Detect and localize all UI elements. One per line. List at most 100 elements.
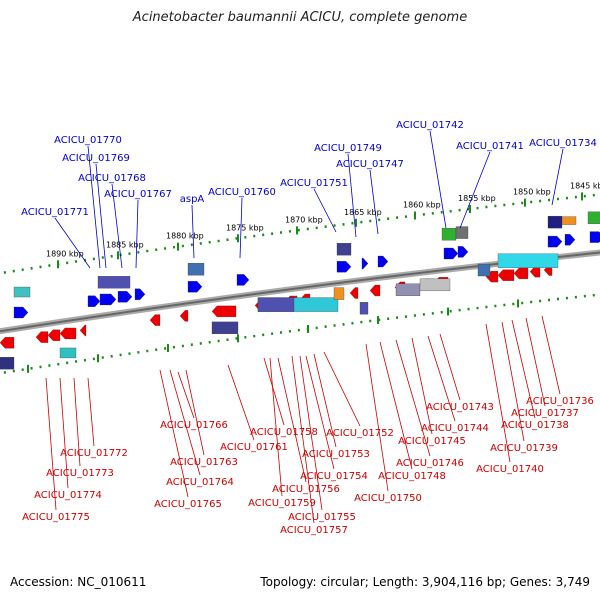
reverse-gene	[79, 324, 87, 337]
reverse-gene-label: ACICU_01744	[421, 423, 489, 434]
reverse-gene	[369, 284, 381, 297]
forward-gene	[377, 255, 389, 268]
reverse-gene-label: ACICU_01775	[22, 512, 90, 523]
leader-line	[291, 355, 315, 524]
feature-box-cyan	[13, 286, 31, 298]
genome-title: Acinetobacter baumannii ACICU, complete …	[132, 10, 468, 25]
reverse-gene	[211, 305, 237, 318]
leader-line	[59, 377, 69, 489]
reverse-gene-label: ACICU_01755	[288, 512, 356, 523]
leader-line	[305, 355, 335, 470]
feature-box-cyan	[59, 347, 77, 359]
reverse-gene-label: ACICU_01748	[378, 471, 446, 482]
scale-tick-label: 1855 kbp	[458, 194, 496, 203]
feature-box-orange	[561, 216, 577, 225]
scale-tick-label: 1885 kbp	[106, 240, 144, 249]
leader-line	[227, 364, 255, 441]
leader-line	[439, 333, 461, 401]
reverse-gene-label: ACICU_01761	[220, 442, 288, 453]
forward-gene	[13, 306, 29, 319]
feature-box-grey	[455, 226, 469, 239]
forward-gene	[336, 261, 352, 273]
feature-box-grey	[419, 278, 451, 292]
leader-line	[511, 319, 536, 419]
forward-gene	[443, 247, 459, 260]
leader-line	[369, 169, 379, 235]
reverse-gene	[497, 269, 515, 281]
reverse-gene-label: ACICU_01743	[426, 402, 494, 413]
feature-box-blue	[477, 263, 491, 277]
forward-gene	[117, 291, 133, 303]
leader-line	[313, 188, 337, 233]
leader-line	[313, 353, 337, 448]
scale-tick-label: 1865 kbp	[344, 208, 382, 217]
forward-gene-label: ACICU_01768	[78, 173, 146, 184]
reverse-gene-label: ACICU_01756	[272, 484, 340, 495]
forward-gene-label: ACICU_01767	[104, 189, 172, 200]
forward-gene-label: ACICU_01742	[396, 120, 464, 131]
reverse-gene	[35, 331, 49, 343]
reverse-gene-label: ACICU_01759	[248, 498, 316, 509]
topology-summary: Topology: circular; Length: 3,904,116 bp…	[260, 575, 590, 589]
feature-box-green	[587, 211, 600, 224]
leader-line	[54, 217, 91, 269]
scale-tick-label: 1850 kbp	[513, 188, 551, 197]
reverse-gene	[47, 329, 61, 341]
leader-line	[501, 321, 525, 442]
leader-line	[87, 145, 101, 269]
forward-gene	[187, 281, 203, 293]
leader-line	[263, 357, 285, 426]
reverse-gene-label: ACICU_01750	[354, 493, 422, 504]
leader-line	[323, 351, 361, 427]
reverse-gene-label: ACICU_01752	[326, 428, 394, 439]
forward-gene-label: ACICU_01771	[21, 207, 89, 218]
reverse-gene	[349, 287, 359, 299]
leader-line	[169, 369, 201, 476]
feature-box-orange	[333, 287, 345, 300]
feature-box-blue	[187, 263, 205, 276]
leader-line	[95, 163, 107, 269]
forward-gene-label: ACICU_01734	[529, 138, 597, 149]
reverse-gene-label: ACICU_01773	[46, 468, 114, 479]
forward-gene-label: ACICU_01770	[54, 135, 122, 146]
leader-line	[299, 355, 323, 511]
reverse-gene-label: ACICU_01772	[60, 448, 128, 459]
forward-gene-label: ACICU_01760	[208, 187, 276, 198]
reverse-gene-label: ACICU_01774	[34, 490, 102, 501]
reverse-gene-label: ACICU_01758	[250, 427, 318, 438]
feature-box-indigo	[359, 302, 369, 315]
feature-box-indigo	[211, 321, 239, 335]
leader-line	[365, 343, 389, 492]
reverse-gene-label: ACICU_01763	[170, 457, 238, 468]
leader-line	[541, 315, 561, 395]
feature-box-indigo	[97, 276, 131, 289]
leader-line	[411, 337, 433, 435]
leader-line	[347, 153, 357, 238]
leader-line	[525, 317, 546, 407]
scale-tick-label: 1845 kbp	[570, 181, 600, 190]
forward-gene	[457, 246, 469, 258]
forward-gene	[589, 231, 600, 243]
leader-line	[459, 151, 491, 229]
feature-box-lavender	[395, 283, 421, 296]
reverse-gene	[149, 314, 161, 326]
gene-layer	[0, 211, 600, 370]
scale-tick-label: 1870 kbp	[285, 215, 323, 224]
leader-line	[551, 148, 564, 206]
leader-line	[379, 341, 413, 470]
feature-box-cyan	[497, 253, 559, 268]
reverse-gene	[513, 267, 529, 280]
forward-gene	[134, 288, 146, 300]
label-layer: ACICU_01771ACICU_01770ACICU_01769ACICU_0…	[21, 120, 597, 536]
leader-line	[73, 377, 81, 467]
leader-line	[427, 335, 456, 422]
leader-line	[429, 130, 447, 229]
feature-box-navy	[547, 215, 563, 229]
forward-gene	[99, 293, 117, 306]
scale-tick-label: 1880 kbp	[166, 232, 204, 241]
scale-tick-label: 1875 kbp	[226, 223, 264, 232]
reverse-gene-label: ACICU_01738	[501, 420, 569, 431]
forward-gene-label: ACICU_01769	[62, 153, 130, 164]
